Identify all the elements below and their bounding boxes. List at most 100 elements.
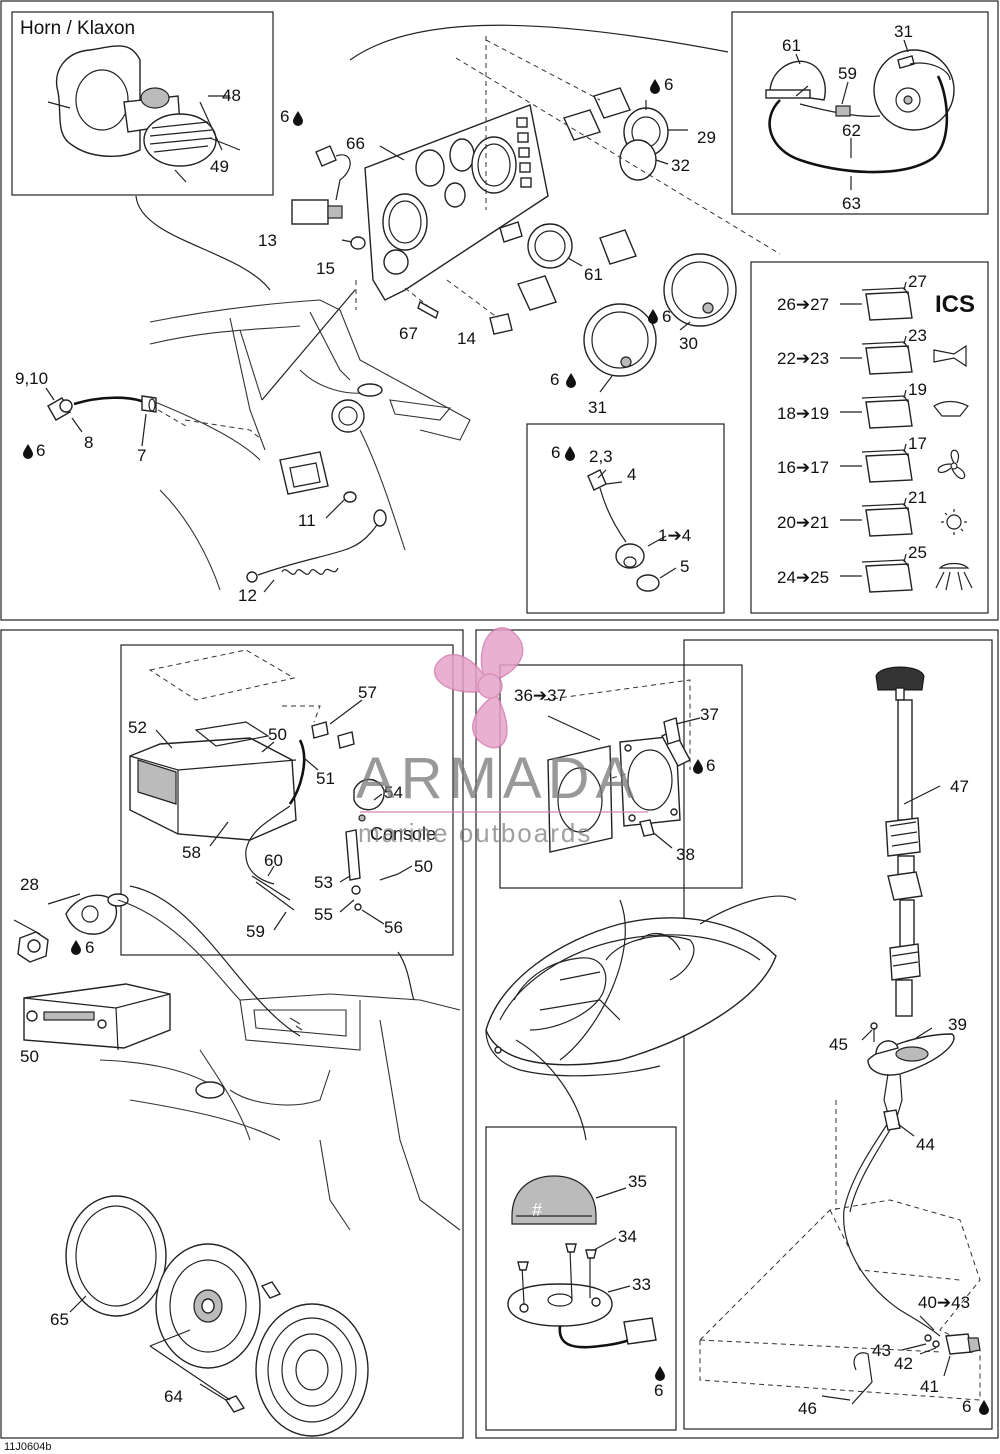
part-number: 59 (838, 64, 857, 83)
sealant-ref: 6 (550, 370, 559, 389)
part-number: 59 (246, 922, 265, 941)
speaker-grille (255, 1303, 369, 1437)
sealant-drop-icon (23, 444, 33, 459)
propeller-logo-icon (433, 627, 524, 749)
instrument-panel (291, 24, 781, 377)
part-number: 45 (829, 1035, 848, 1054)
sealant-ref: 6 (654, 1381, 663, 1400)
boat-hull (485, 895, 797, 1141)
sealant-ref: 6 (706, 756, 715, 775)
part-number: 9,10 (15, 369, 48, 388)
part-number: 13 (258, 231, 277, 250)
part-number: 42 (894, 1354, 913, 1373)
part-number: 15 (316, 259, 335, 278)
leader-lines-top (379, 100, 691, 393)
horn-mount-plate (56, 45, 141, 158)
part-number: 60 (264, 851, 283, 870)
part-range: 1➔4 (658, 526, 691, 545)
sealant-drop-icon (693, 759, 703, 774)
switch-row (840, 497, 913, 537)
part-number: 57 (358, 683, 377, 702)
part-number: 33 (632, 1275, 651, 1294)
part-range: 22➔23 (777, 349, 829, 368)
part-number: 47 (950, 777, 969, 796)
part-number: 31 (588, 398, 607, 417)
part-number: 8 (84, 433, 93, 452)
part-number: 53 (314, 873, 333, 892)
part-number: 30 (679, 334, 698, 353)
part-number: 65 (50, 1310, 69, 1329)
light-icon (935, 562, 973, 591)
part-number: 58 (182, 843, 201, 862)
part-number: 12 (238, 586, 257, 605)
part-number: 35 (628, 1172, 647, 1191)
horn-inset: Horn / Klaxon (20, 18, 241, 183)
part-number: 27 (908, 272, 927, 291)
part-number: 2,3 (589, 447, 613, 466)
gauge-30 (663, 253, 737, 327)
bilge-pump-icon (933, 400, 969, 417)
part-number: 49 (210, 157, 229, 176)
part-number: 51 (316, 769, 335, 788)
sealant-drop-icon (655, 1366, 665, 1381)
sealant-ref: 6 (662, 307, 671, 326)
console-label: Console (370, 824, 436, 844)
part-range: 20➔21 (777, 513, 829, 532)
lanyard-cord (246, 509, 387, 583)
part-number: 64 (164, 1387, 183, 1406)
part-number: 25 (908, 543, 927, 562)
part-number: 43 (872, 1341, 891, 1360)
part-number: 39 (948, 1015, 967, 1034)
stern-light-inset: # (507, 1175, 657, 1349)
watermark-tagline: marine outboards (358, 818, 592, 848)
part-number: 11 (298, 511, 316, 530)
switch-1-4-inset (587, 469, 677, 592)
sealant-drop-icon (979, 1400, 989, 1415)
part-range: 18➔19 (777, 404, 829, 423)
ics-icon: ICS (935, 291, 975, 318)
gauge-mount-inset (543, 679, 701, 853)
part-range: 24➔25 (777, 568, 829, 587)
sealant-drop-icon (650, 79, 660, 94)
part-number: 21 (908, 488, 927, 507)
part-number: 23 (908, 326, 927, 345)
part-number: 56 (384, 918, 403, 937)
gauge-wiring-inset (765, 49, 955, 174)
part-number: 34 (618, 1227, 637, 1246)
switch-row (840, 281, 913, 321)
console-hull-sketch (135, 195, 471, 591)
part-range: 36➔37 (514, 686, 566, 705)
lanyard-switch-13 (291, 199, 329, 225)
part-number: 50 (20, 1047, 39, 1066)
part-number: 63 (842, 194, 861, 213)
svg-text:#: # (532, 1200, 542, 1220)
part-number: 44 (916, 1135, 935, 1154)
part-range: 16➔17 (777, 458, 829, 477)
part-number: 38 (676, 845, 695, 864)
part-number: 28 (20, 875, 39, 894)
fan-icon (937, 449, 966, 480)
part-number: 31 (894, 22, 913, 41)
part-number: 5 (680, 557, 689, 576)
sealant-drop-icon (71, 940, 81, 955)
part-number: 50 (414, 857, 433, 876)
figure-code: 11J0604b (4, 1441, 52, 1453)
part-number: 4 (627, 465, 636, 484)
part-number: 66 (346, 134, 365, 153)
part-number: 67 (399, 324, 418, 343)
part-number: 17 (908, 434, 927, 453)
nav-light-icon (941, 509, 967, 535)
part-number: 7 (137, 446, 146, 465)
part-number: 19 (908, 380, 927, 399)
sealant-drop-icon (566, 373, 576, 388)
sealant-ref: 6 (962, 1397, 971, 1416)
sealant-ref: 6 (664, 75, 673, 94)
stereo-inset (129, 649, 399, 911)
part-number: 48 (222, 86, 241, 105)
gauge-31 (583, 303, 657, 377)
part-number: 55 (314, 905, 333, 924)
part-number: 62 (842, 121, 861, 140)
sealant-ref: 6 (85, 938, 94, 957)
part-number: 61 (782, 36, 801, 55)
